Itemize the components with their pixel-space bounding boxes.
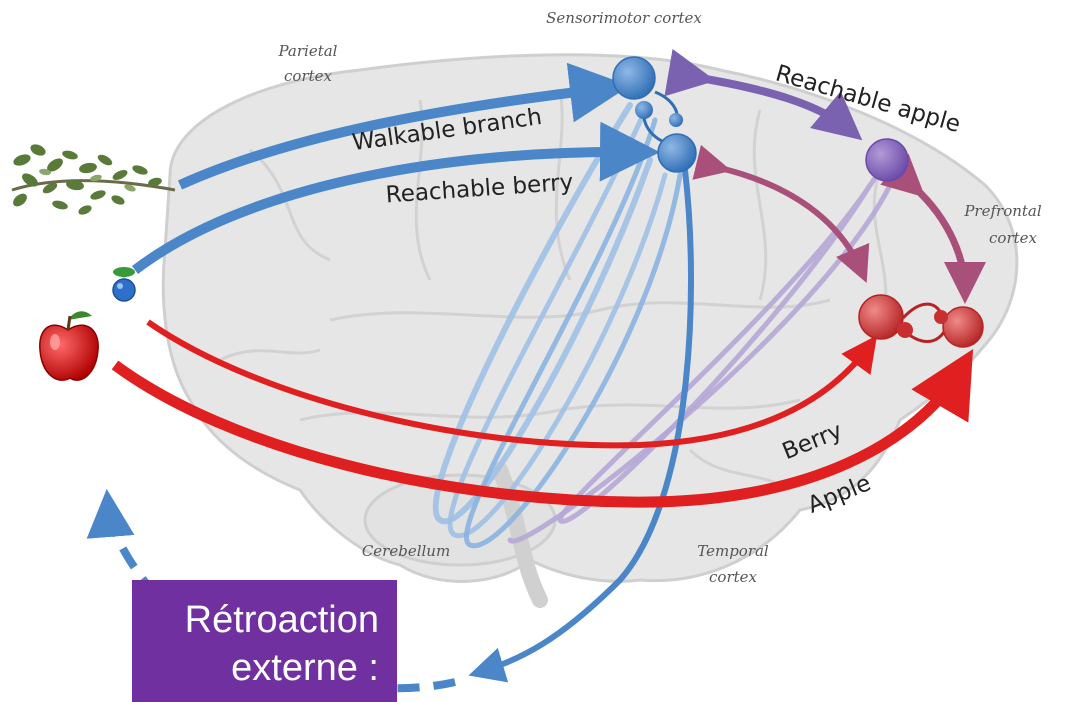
sensorimotor-node-2 [657, 133, 697, 173]
berry-icon [112, 267, 136, 302]
arrow-berry-to-prefrontal [692, 144, 870, 284]
sensorimotor-node-1 [612, 56, 683, 144]
label-prefrontal-line1: Prefrontal [963, 202, 1042, 220]
arrow-reachable-apple [664, 48, 863, 141]
arrow-walkable-branch [177, 62, 630, 190]
arrow-berry [146, 319, 878, 449]
label-parietal-line2: cortex [284, 67, 333, 85]
cerebellar-loop-purple-1 [557, 167, 883, 524]
callout-line-1: Rétroaction [184, 599, 379, 641]
cerebellar-loop-blue-3 [464, 117, 683, 549]
apple-icon [39, 311, 99, 381]
arrow-apple-to-prefrontal [880, 153, 986, 304]
prefrontal-nodes [858, 294, 984, 348]
cerebellar-loop-blue-1 [432, 102, 653, 525]
arrow-reachable-berry [131, 121, 660, 274]
label-parietal-line1: Parietal [278, 42, 338, 60]
label-temporal-line1: Temporal [697, 542, 769, 560]
leaves-icon [11, 144, 176, 215]
label-cerebellum: Cerebellum [362, 542, 450, 560]
label-prefrontal-line2: cortex [989, 229, 1038, 247]
apple-node-purple [865, 138, 909, 182]
arrow-apple [111, 349, 974, 508]
external-feedback-callout: Rétroaction externe : [132, 580, 397, 702]
cerebellar-loop-blue-2 [447, 107, 668, 539]
label-temporal-line2: cortex [709, 568, 758, 586]
arrow-motor-output [468, 169, 694, 683]
callout-line-2: externe : [231, 647, 379, 689]
label-sensorimotor-cortex: Sensorimotor cortex [546, 9, 702, 27]
